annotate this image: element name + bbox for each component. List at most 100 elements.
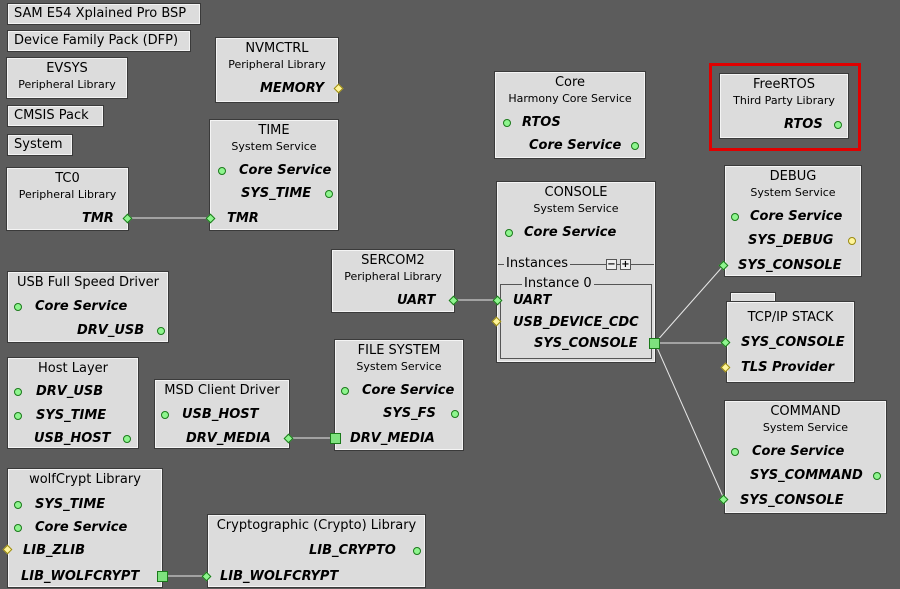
console-title: CONSOLE <box>544 185 608 200</box>
core-subtitle: Harmony Core Service <box>508 92 632 105</box>
time-core-service-icon[interactable] <box>218 167 226 175</box>
freertos-title: FreeRTOS <box>752 77 816 92</box>
wolfcrypt-lib-wolfcrypt-port-icon[interactable] <box>157 571 168 582</box>
usb-fs-port-core-service: Core Service <box>35 299 128 314</box>
console-component[interactable]: CONSOLE System Service Core Service Inst… <box>496 181 656 363</box>
instance-0-label: Instance 0 <box>522 276 594 291</box>
debug-port-core-service: Core Service <box>750 209 843 224</box>
time-component[interactable]: TIME System Service Core Service SYS_TIM… <box>209 119 339 231</box>
command-component[interactable]: COMMAND System Service Core Service SYS_… <box>724 400 887 514</box>
wolfcrypt-port-lib-zlib: LIB_ZLIB <box>23 543 85 558</box>
time-port-sys-time: SYS_TIME <box>241 186 312 201</box>
tcpip-port-tls-provider: TLS Provider <box>741 360 834 375</box>
fs-port-sys-fs: SYS_FS <box>383 406 436 421</box>
evsys-component[interactable]: EVSYS Peripheral Library <box>6 57 128 99</box>
command-subtitle: System Service <box>762 421 849 434</box>
sercom2-component[interactable]: SERCOM2 Peripheral Library UART <box>331 249 455 313</box>
sercom2-subtitle: Peripheral Library <box>344 270 442 283</box>
debug-sys-debug-icon[interactable] <box>848 237 856 245</box>
crypto-lib-crypto-icon[interactable] <box>413 547 421 555</box>
console-port-core-service: Core Service <box>524 225 617 240</box>
debug-title: DEBUG <box>769 169 817 184</box>
freertos-highlight <box>709 63 861 151</box>
host-port-sys-time: SYS_TIME <box>36 408 107 423</box>
core-title: Core <box>554 75 586 90</box>
system-item[interactable]: System <box>7 134 73 156</box>
tcpip-title: TCP/IP STACK <box>747 310 834 325</box>
fs-title: FILE SYSTEM <box>357 343 441 358</box>
wolfcrypt-port-lib-wolfcrypt: LIB_WOLFCRYPT <box>21 569 140 584</box>
instances-label: Instances <box>504 256 571 271</box>
freertos-subtitle: Third Party Library <box>733 94 835 107</box>
dfp-item[interactable]: Device Family Pack (DFP) <box>7 30 191 52</box>
time-port-core-service: Core Service <box>239 163 332 178</box>
wolfcrypt-port-core-service: Core Service <box>35 520 128 535</box>
crypto-port-lib-wolfcrypt: LIB_WOLFCRYPT <box>220 569 339 584</box>
wolfcrypt-library-component[interactable]: wolfCrypt Library SYS_TIME Core Service … <box>7 468 163 588</box>
tc0-title: TC0 <box>55 171 80 186</box>
nvmctrl-port-memory: MEMORY <box>260 81 325 96</box>
core-service-icon[interactable] <box>631 142 639 150</box>
debug-core-service-icon[interactable] <box>731 213 739 221</box>
host-sys-time-icon[interactable] <box>14 412 22 420</box>
fs-port-drv-media: DRV_MEDIA <box>350 431 435 446</box>
debug-port-sys-debug: SYS_DEBUG <box>748 233 834 248</box>
host-usb-host-icon[interactable] <box>123 435 131 443</box>
debug-subtitle: System Service <box>750 186 836 199</box>
host-port-drv-usb: DRV_USB <box>36 384 104 399</box>
console-port-sys-console: SYS_CONSOLE <box>534 336 638 351</box>
tcpip-port-sys-console: SYS_CONSOLE <box>741 335 845 350</box>
console-port-usb-device-cdc: USB_DEVICE_CDC <box>513 315 639 330</box>
freertos-component[interactable]: FreeRTOS Third Party Library RTOS <box>719 73 849 139</box>
evsys-title: EVSYS <box>46 61 88 76</box>
host-layer-component[interactable]: Host Layer DRV_USB SYS_TIME USB_HOST <box>7 357 139 449</box>
command-sys-command-icon[interactable] <box>873 472 881 480</box>
wolfcrypt-core-service-icon[interactable] <box>14 524 22 532</box>
fs-sys-fs-icon[interactable] <box>451 410 459 418</box>
msd-client-driver-component[interactable]: MSD Client Driver USB_HOST DRV_MEDIA <box>154 379 290 449</box>
evsys-subtitle: Peripheral Library <box>18 78 116 91</box>
nvmctrl-title: NVMCTRL <box>245 41 309 56</box>
crypto-library-component[interactable]: Cryptographic (Crypto) Library LIB_CRYPT… <box>207 514 426 588</box>
time-title: TIME <box>258 123 290 138</box>
host-drv-usb-icon[interactable] <box>14 388 22 396</box>
wolfcrypt-sys-time-icon[interactable] <box>14 501 22 509</box>
instance-remove-button[interactable]: − <box>606 259 617 270</box>
debug-port-sys-console: SYS_CONSOLE <box>738 258 842 273</box>
instance-add-button[interactable]: + <box>620 259 631 270</box>
wolfcrypt-port-sys-time: SYS_TIME <box>35 497 106 512</box>
usb-fs-driver-component[interactable]: USB Full Speed Driver Core Service DRV_U… <box>7 271 169 343</box>
tcpip-component[interactable]: TCP/IP STACK SYS_CONSOLE TLS Provider <box>726 301 855 383</box>
sam-e54-bsp-item[interactable]: SAM E54 Xplained Pro BSP <box>7 3 201 25</box>
usb-fs-title: USB Full Speed Driver <box>16 275 160 290</box>
tc0-port-tmr: TMR <box>82 211 114 226</box>
fs-subtitle: System Service <box>356 360 442 373</box>
msd-usb-host-icon[interactable] <box>161 411 169 419</box>
file-system-component[interactable]: FILE SYSTEM System Service Core Service … <box>334 339 464 451</box>
sercom2-title: SERCOM2 <box>361 253 425 268</box>
debug-component[interactable]: DEBUG System Service Core Service SYS_DE… <box>724 165 862 277</box>
usb-fs-core-service-icon[interactable] <box>14 303 22 311</box>
console-core-service-icon[interactable] <box>505 229 513 237</box>
fs-drv-media-port-icon[interactable] <box>330 433 341 444</box>
console-sys-console-port-icon[interactable] <box>649 338 660 349</box>
time-sys-time-icon[interactable] <box>325 190 333 198</box>
usb-fs-drv-usb-icon[interactable] <box>157 327 165 335</box>
command-core-service-icon[interactable] <box>731 448 739 456</box>
nvmctrl-subtitle: Peripheral Library <box>228 58 326 71</box>
host-layer-title: Host Layer <box>38 361 108 376</box>
command-title: COMMAND <box>770 404 841 419</box>
core-port-core-service: Core Service <box>529 138 622 153</box>
cmsis-pack-item[interactable]: CMSIS Pack <box>7 105 104 127</box>
core-rtos-icon[interactable] <box>503 119 511 127</box>
crypto-port-lib-crypto: LIB_CRYPTO <box>309 543 396 558</box>
nvmctrl-component[interactable]: NVMCTRL Peripheral Library MEMORY <box>215 37 339 103</box>
fs-port-core-service: Core Service <box>362 383 455 398</box>
wire-console-debug <box>654 264 725 344</box>
core-component[interactable]: Core Harmony Core Service RTOS Core Serv… <box>494 71 646 159</box>
freertos-rtos-icon[interactable] <box>834 121 842 129</box>
tc0-component[interactable]: TC0 Peripheral Library TMR <box>6 167 129 231</box>
fs-core-service-icon[interactable] <box>341 387 349 395</box>
console-port-uart: UART <box>513 293 552 308</box>
freertos-port-rtos: RTOS <box>784 117 823 132</box>
